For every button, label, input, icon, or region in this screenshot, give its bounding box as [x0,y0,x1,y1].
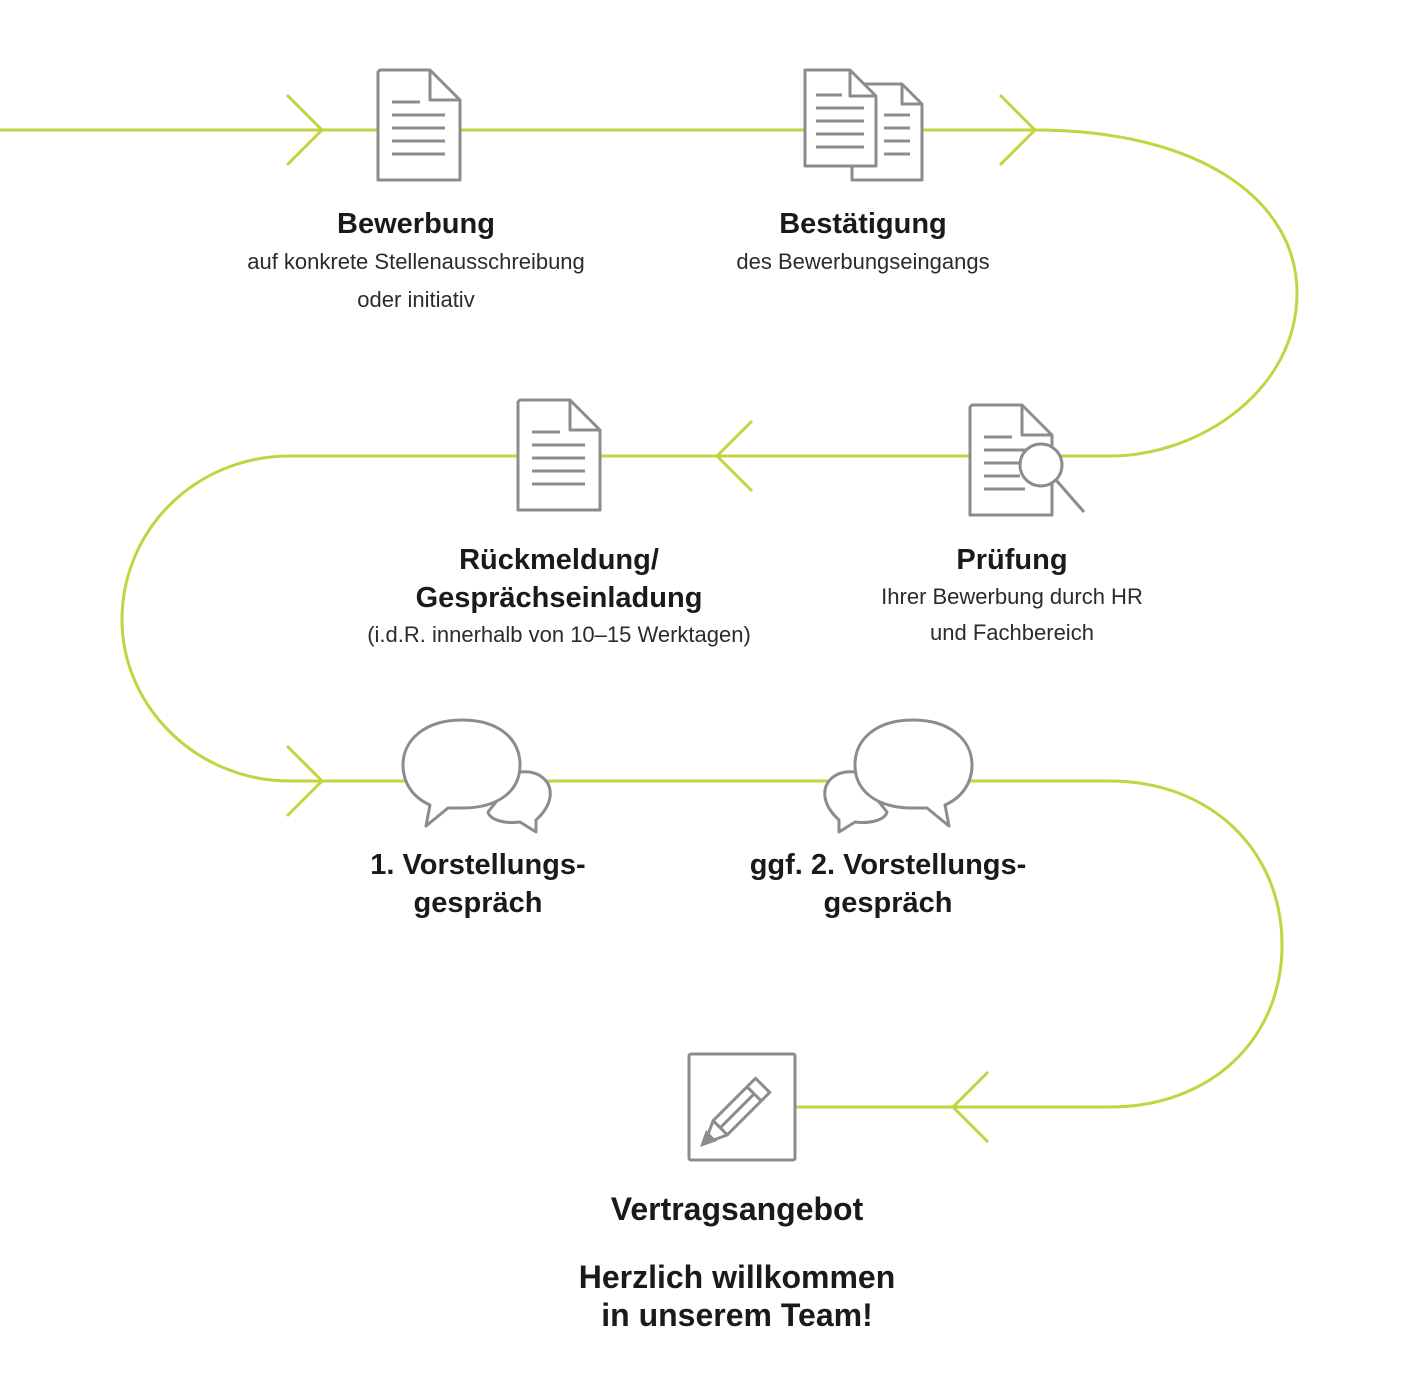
step-title: Bewerbung [337,208,495,240]
pencil-icon [687,1052,797,1162]
step-rueckmeldung: Rückmeldung/ Gesprächseinladung (i.d.R. … [309,541,809,653]
step-bewerbung: Bewerbung auf konkrete Stellenausschreib… [216,205,616,319]
step-title: gespräch [413,887,543,919]
step-subtitle: Ihrer Bewerbung durch HR [881,584,1143,609]
step-title: Rückmeldung/ [459,544,659,576]
arrow-right-3 [285,744,325,818]
step-title: ggf. 2. Vorstellungs- [749,849,1027,881]
step-title: 1. Vorstellungs- [370,849,586,881]
step-title: Prüfung [956,544,1068,576]
chat-bubbles-icon [401,718,552,834]
welcome-line: Herzlich willkommen [578,1259,896,1295]
step-vorstellungsgespraech-2: ggf. 2. Vorstellungs- gespräch [713,846,1063,922]
step-pruefung: Prüfung Ihrer Bewerbung durch HR und Fac… [812,541,1212,651]
arrow-right-1 [285,93,325,167]
step-title: Vertragsangebot [610,1191,864,1227]
step-subtitle: auf konkrete Stellenausschreibung [247,249,585,274]
step-title: Bestätigung [779,208,947,240]
arrow-left-1 [714,419,754,493]
step-subtitle: und Fachbereich [930,620,1094,645]
step-title: gespräch [823,887,953,919]
welcome-line: in unserem Team! [601,1297,873,1333]
step-vertragsangebot: Vertragsangebot [537,1190,937,1228]
chat-bubbles-icon [823,718,974,834]
welcome-message: Herzlich willkommen in unserem Team! [487,1258,987,1334]
step-title: Gesprächseinladung [415,582,703,614]
document-icon [376,68,462,182]
documents-icon [803,68,924,182]
document-search-icon [968,403,1086,517]
arrow-right-2 [998,93,1038,167]
arrow-left-2 [950,1070,990,1144]
step-bestaetigung: Bestätigung des Bewerbungseingangs [663,205,1063,281]
step-vorstellungsgespraech-1: 1. Vorstellungs- gespräch [328,846,628,922]
process-path [0,128,1299,1109]
step-subtitle: (i.d.R. innerhalb von 10–15 Werktagen) [367,622,751,647]
document-icon [516,398,602,512]
step-subtitle: des Bewerbungseingangs [736,249,990,274]
step-subtitle: oder initiativ [357,287,475,312]
